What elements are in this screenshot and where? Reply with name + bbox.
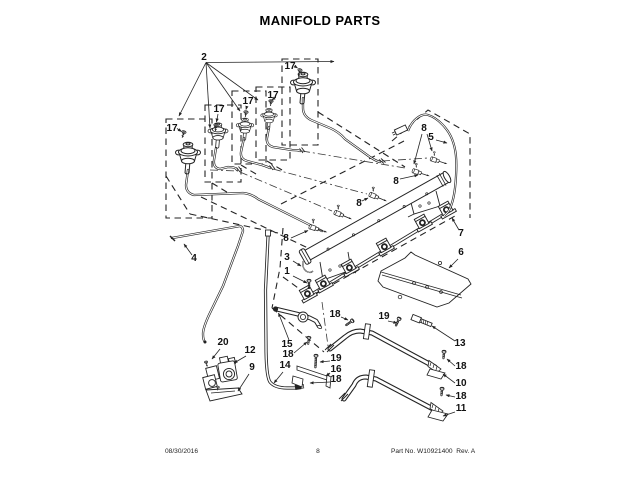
svg-text:14: 14: [279, 360, 291, 371]
svg-text:18: 18: [455, 361, 467, 372]
svg-text:8: 8: [316, 448, 320, 455]
svg-text:2: 2: [201, 52, 207, 63]
svg-text:7: 7: [458, 228, 464, 239]
svg-text:17: 17: [284, 61, 296, 72]
svg-text:18: 18: [329, 309, 341, 320]
svg-text:8: 8: [356, 198, 362, 209]
svg-text:MANIFOLD PARTS: MANIFOLD PARTS: [260, 13, 381, 28]
svg-text:19: 19: [330, 353, 342, 364]
svg-text:9: 9: [249, 362, 255, 373]
svg-text:18: 18: [282, 349, 294, 360]
svg-text:18: 18: [330, 374, 342, 385]
svg-text:08/30/2016: 08/30/2016: [165, 448, 198, 455]
svg-text:8: 8: [393, 176, 399, 187]
svg-text:6: 6: [458, 247, 464, 258]
svg-text:10: 10: [455, 378, 467, 389]
svg-text:3: 3: [284, 252, 290, 263]
svg-text:20: 20: [217, 337, 229, 348]
svg-text:11: 11: [456, 403, 467, 414]
svg-text:1: 1: [284, 266, 290, 277]
svg-text:18: 18: [455, 391, 467, 402]
svg-text:8: 8: [283, 233, 289, 244]
svg-text:17: 17: [166, 123, 178, 134]
svg-text:15: 15: [281, 339, 293, 350]
svg-text:17: 17: [242, 96, 254, 107]
svg-text:8: 8: [421, 123, 427, 134]
svg-text:Part No. W10921400 Rev. A: Part No. W10921400 Rev. A: [391, 448, 476, 455]
svg-text:12: 12: [244, 345, 256, 356]
svg-text:17: 17: [267, 90, 279, 101]
svg-text:17: 17: [213, 104, 225, 115]
svg-text:13: 13: [454, 338, 466, 349]
svg-text:19: 19: [378, 311, 390, 322]
svg-text:4: 4: [191, 253, 197, 264]
svg-text:5: 5: [428, 132, 434, 143]
svg-text:16: 16: [330, 364, 342, 375]
